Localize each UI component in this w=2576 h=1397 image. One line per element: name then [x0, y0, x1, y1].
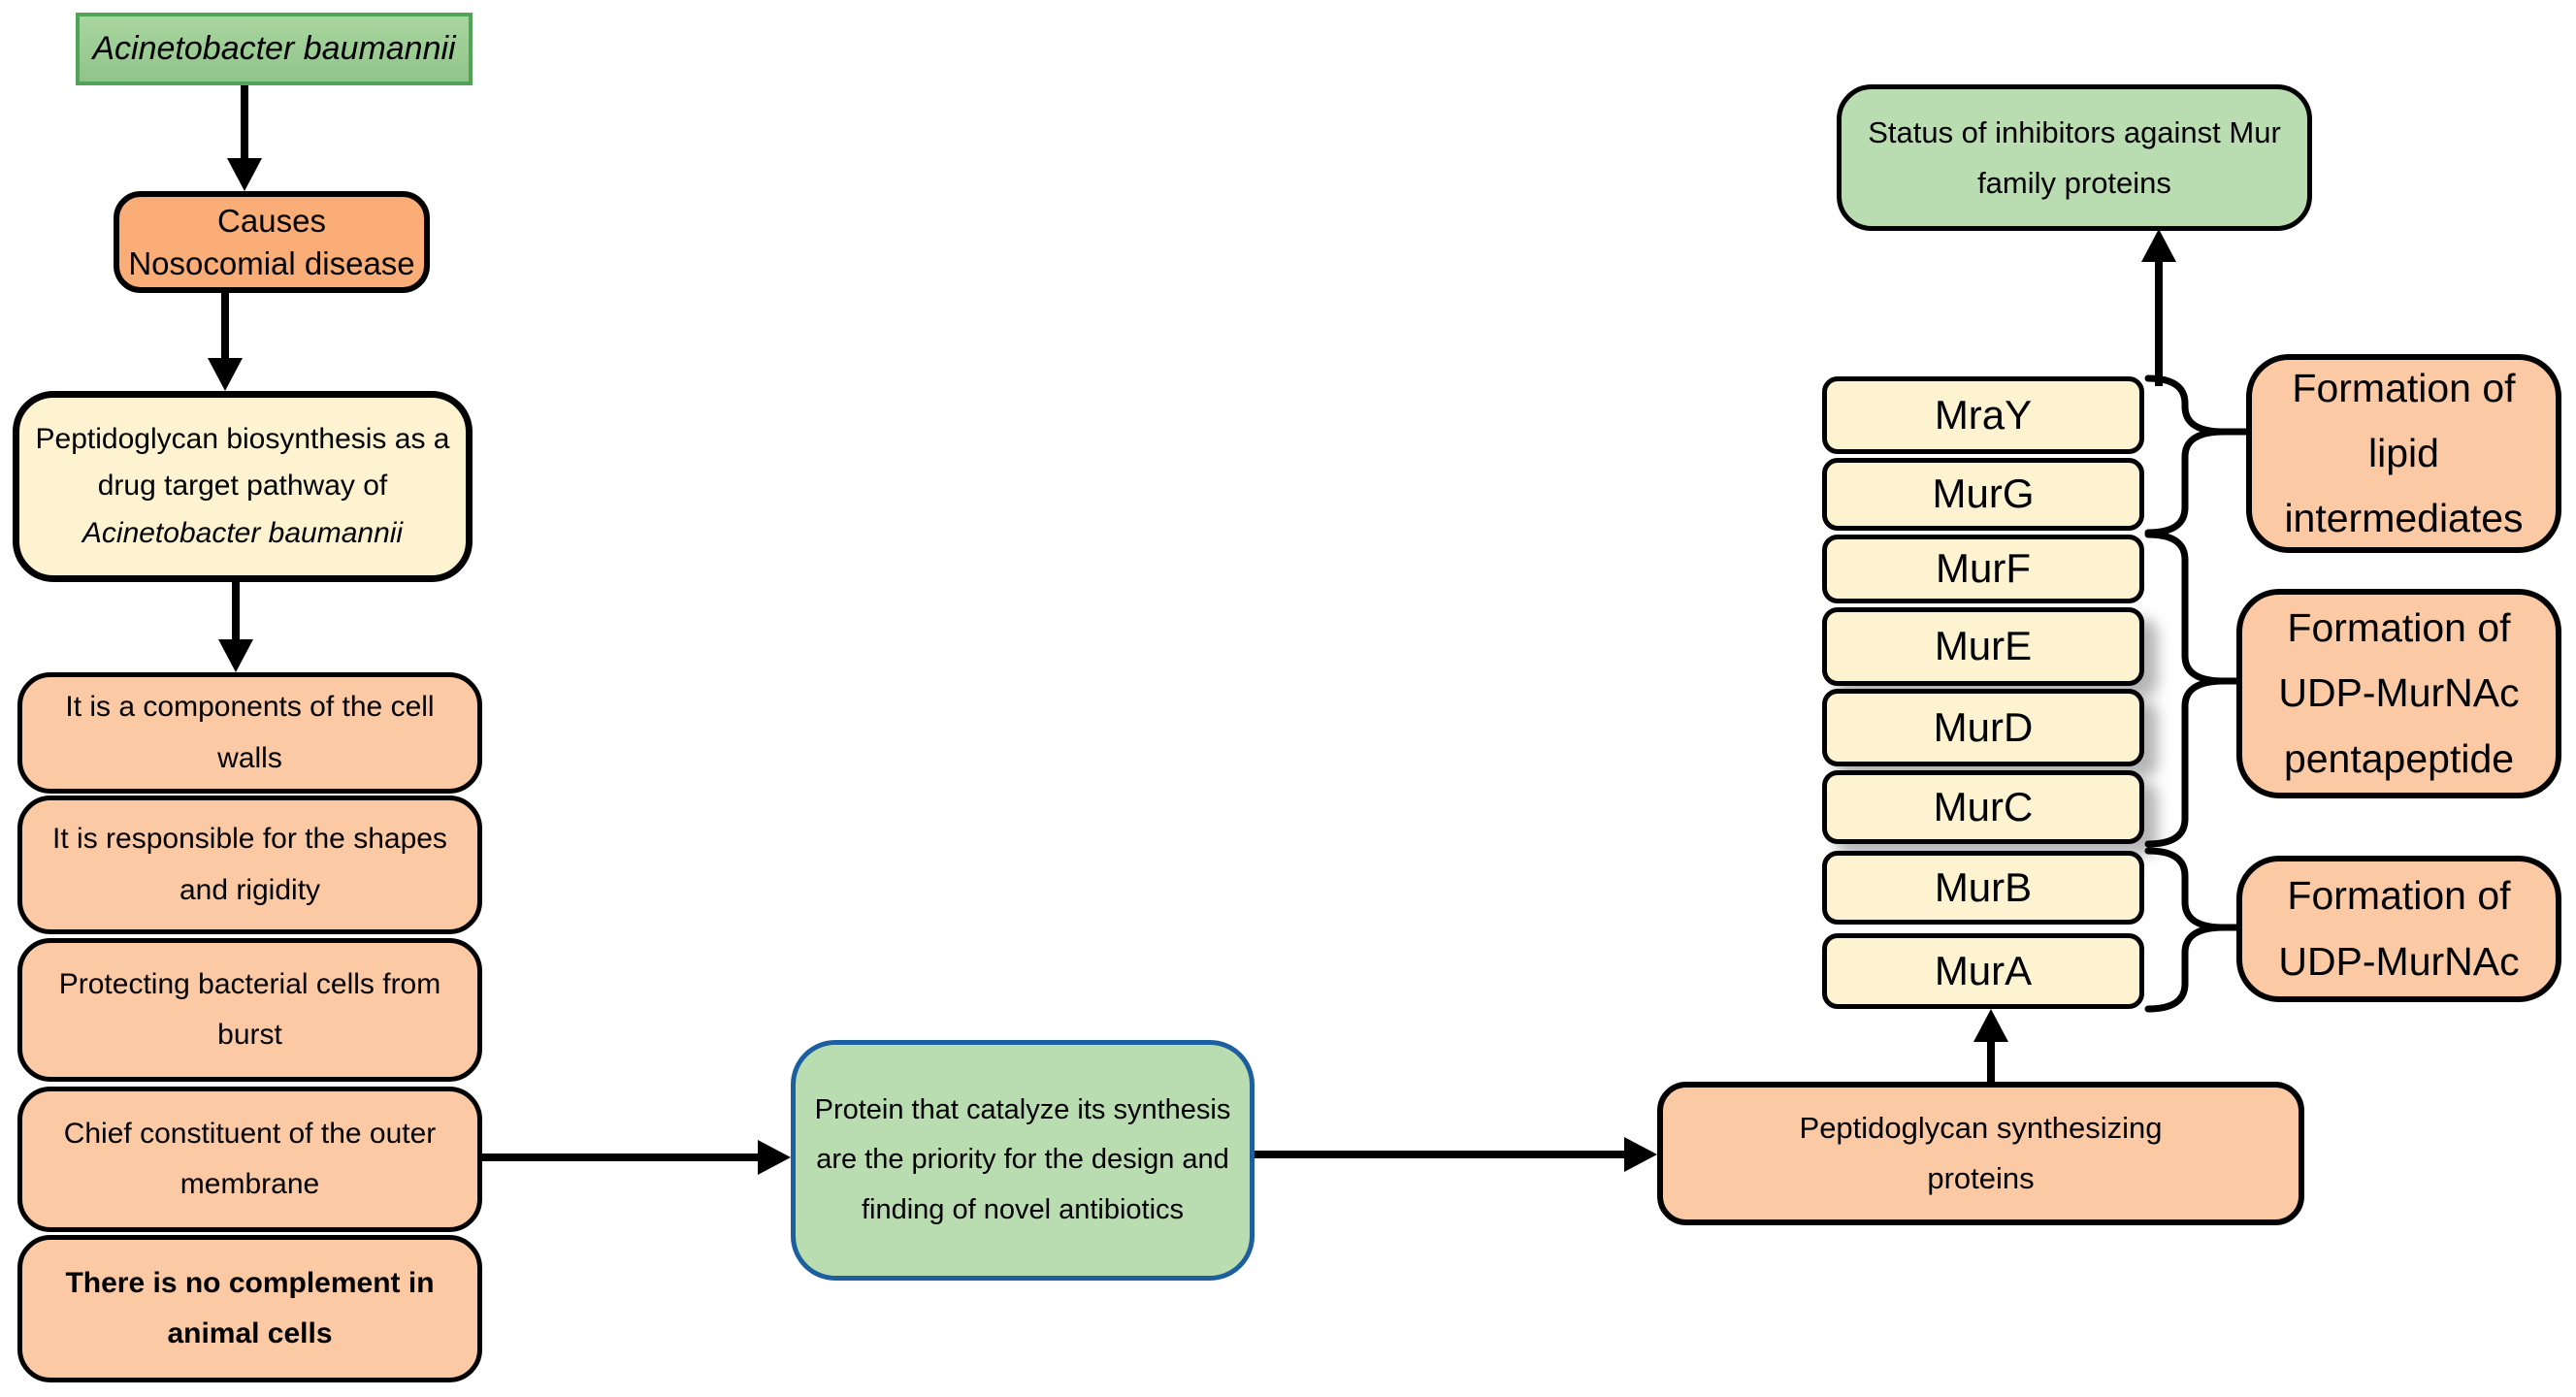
mur-box-mray: MraY [1822, 376, 2144, 454]
status-line-1: Status of inhibitors against Mur [1868, 114, 2281, 149]
property-2-line-2: and rigidity [179, 873, 321, 906]
mur-box-mure: MurE [1822, 607, 2144, 686]
mur-box-murf: MurF [1822, 535, 2144, 603]
arrowhead-mur-to-status [2141, 229, 2176, 262]
formation-lipid-line-2: lipid [2368, 430, 2439, 475]
synthesizing-proteins-box: Peptidoglycan synthesizing proteins [1657, 1082, 2304, 1225]
property-1-line-2: walls [217, 741, 282, 774]
property-2-line-1: It is responsible for the shapes [52, 823, 447, 855]
mur-label: MurF [1936, 545, 2031, 592]
arrowhead-synthesizing-to-mura [1973, 1009, 2008, 1042]
pathway-line-1: Peptidoglycan biosynthesis as a [35, 422, 450, 455]
formation-udp-line-1: Formation of [2287, 873, 2511, 919]
property-5-line-1: There is no complement in [65, 1266, 435, 1299]
formation-lipid-line-3: intermediates [2284, 496, 2524, 541]
property-box-2: It is responsible for the shapes and rig… [17, 796, 482, 934]
protein-line-2: are the priority for the design and [816, 1144, 1229, 1176]
protein-priority-box: Protein that catalyze its synthesis are … [791, 1040, 1255, 1281]
property-4-line-2: membrane [179, 1168, 320, 1200]
causes-box: Causes Nosocomial disease [114, 191, 430, 293]
arrowhead-causes-to-pathway [208, 358, 243, 391]
synthesizing-line-1: Peptidoglycan synthesizing [1799, 1111, 2163, 1146]
property-box-4: Chief constituent of the outer membrane [17, 1087, 482, 1232]
brace-udp-group [2144, 847, 2228, 1013]
causes-line-2: Nosocomial disease [128, 244, 415, 281]
formation-lipid-line-1: Formation of [2292, 365, 2516, 410]
mur-label: MurB [1934, 863, 2033, 910]
formation-udp-line-2: UDP-MurNAc [2278, 938, 2520, 984]
formation-pentapeptide-line-1: Formation of [2287, 605, 2511, 651]
arrowhead-protein-to-synthesizing [1624, 1137, 1657, 1172]
formation-lipid-box: Formation of lipid intermediates [2246, 354, 2561, 553]
arrowhead-properties-to-protein [758, 1140, 791, 1175]
pathway-box: Peptidoglycan biosynthesis as a drug tar… [13, 391, 473, 582]
property-3-line-2: burst [217, 1019, 282, 1051]
property-box-3: Protecting bacterial cells from burst [17, 938, 482, 1082]
arrowhead-pathway-to-properties [218, 639, 253, 672]
formation-pentapeptide-line-3: pentapeptide [2283, 735, 2515, 781]
mur-box-murd: MurD [1822, 689, 2144, 766]
protein-line-1: Protein that catalyze its synthesis [814, 1093, 1231, 1125]
brace-lipid-group [2144, 374, 2228, 536]
mur-label: MurC [1933, 783, 2034, 829]
brace-pentapeptide-group [2144, 531, 2228, 848]
pathway-line-3: Acinetobacter baumannii [82, 516, 404, 549]
mur-label: MraY [1934, 391, 2033, 438]
formation-pentapeptide-box: Formation of UDP-MurNAc pentapeptide [2236, 589, 2561, 798]
causes-line-1: Causes [217, 202, 326, 239]
property-3-line-1: Protecting bacterial cells from [58, 967, 441, 1000]
pathway-line-2: drug target pathway of [97, 470, 388, 503]
mur-box-mura: MurA [1822, 933, 2144, 1009]
mur-label: MurG [1932, 471, 2035, 517]
property-box-1: It is a components of the cell walls [17, 672, 482, 794]
mur-label: MurA [1934, 947, 2033, 993]
mur-label: MurD [1933, 703, 2034, 750]
protein-line-3: finding of novel antibiotics [861, 1193, 1185, 1225]
property-4-line-1: Chief constituent of the outer [63, 1117, 437, 1150]
mur-label: MurE [1934, 623, 2033, 669]
mur-box-murc: MurC [1822, 770, 2144, 844]
mur-box-murb: MurB [1822, 851, 2144, 925]
formation-udp-box: Formation of UDP-MurNAc [2236, 856, 2561, 1002]
status-box: Status of inhibitors against Mur family … [1837, 84, 2312, 231]
organism-label: Acinetobacter baumannii [92, 29, 456, 67]
property-1-line-1: It is a components of the cell [65, 691, 435, 723]
status-line-2: family proteins [1977, 165, 2171, 200]
organism-box: Acinetobacter baumannii [76, 13, 473, 85]
property-5-line-2: animal cells [167, 1317, 333, 1349]
mur-box-murg: MurG [1822, 458, 2144, 531]
synthesizing-line-2: proteins [1927, 1161, 2035, 1195]
property-box-5: There is no complement in animal cells [17, 1235, 482, 1382]
formation-pentapeptide-line-2: UDP-MurNAc [2278, 670, 2520, 716]
arrowhead-organism-to-causes [227, 158, 262, 191]
